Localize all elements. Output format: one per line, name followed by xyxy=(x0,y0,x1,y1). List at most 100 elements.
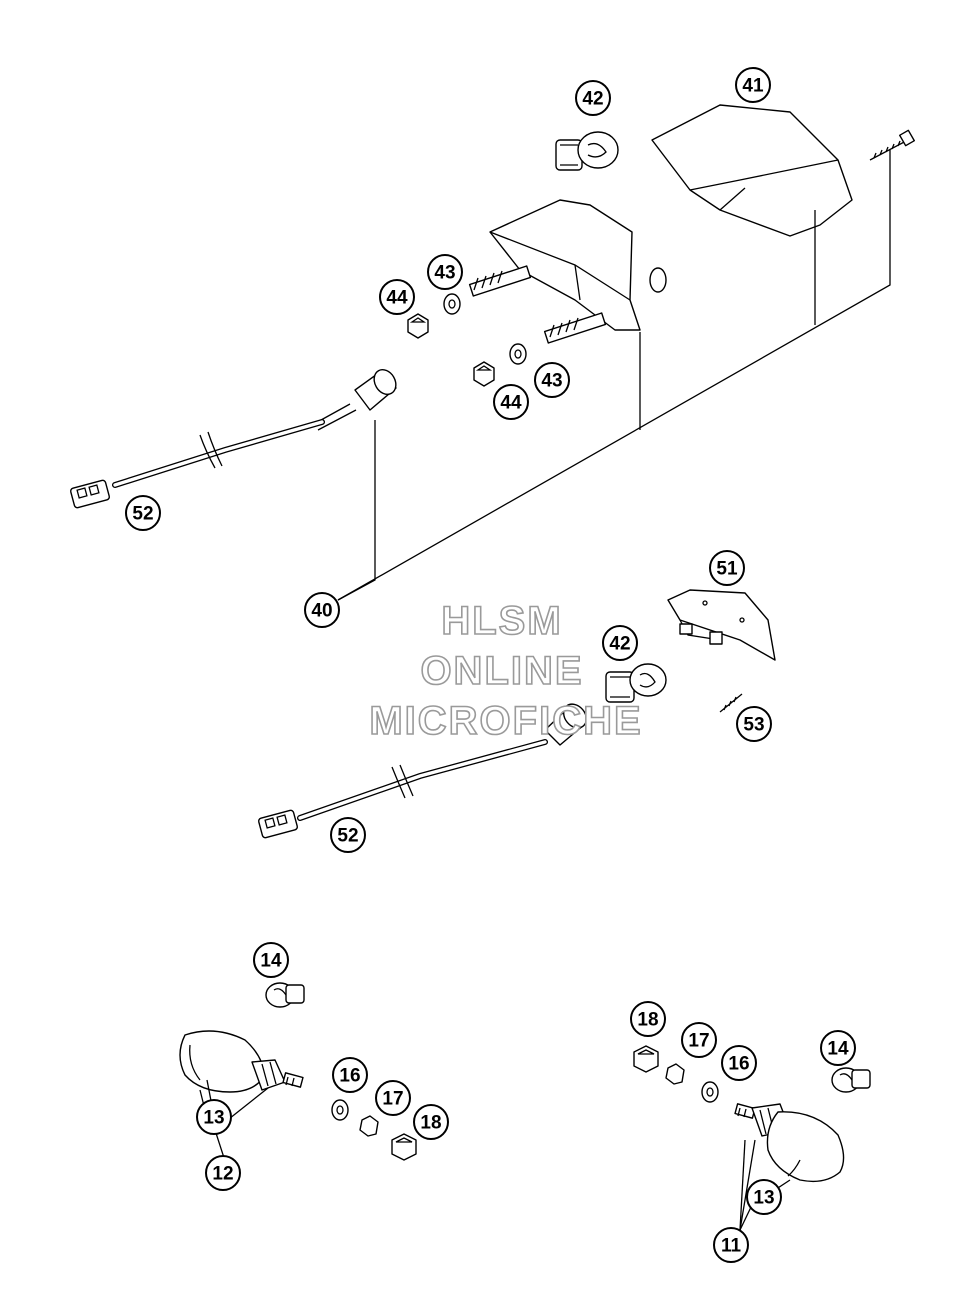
callout-c42b: 42 xyxy=(602,625,638,661)
mounting-stud-lower xyxy=(543,312,607,344)
callout-number: 17 xyxy=(688,1031,709,1052)
callout-c13a: 13 xyxy=(196,1099,232,1135)
callout-c51: 51 xyxy=(709,550,745,586)
callout-c14a: 14 xyxy=(253,942,289,978)
bulb-socket-upper xyxy=(311,368,397,431)
callout-c43b: 43 xyxy=(534,362,570,398)
callout-c17a: 17 xyxy=(375,1080,411,1116)
callout-c43a: 43 xyxy=(427,254,463,290)
callout-number: 42 xyxy=(609,634,630,655)
watermark: HLSM ONLINE MICROFICHE xyxy=(369,598,642,744)
callout-c53: 53 xyxy=(736,706,772,742)
turn-signal-right xyxy=(734,1103,845,1183)
callout-c18a: 18 xyxy=(413,1104,449,1140)
callout-c16a: 16 xyxy=(332,1057,368,1093)
callout-circle xyxy=(630,1001,666,1037)
callout-number: 16 xyxy=(339,1066,360,1087)
callout-c14b: 14 xyxy=(820,1030,856,1066)
callout-circle xyxy=(575,80,611,116)
callout-circle xyxy=(746,1179,782,1215)
callout-number: 40 xyxy=(311,601,332,622)
callout-number: 53 xyxy=(743,715,764,736)
callout-number: 18 xyxy=(637,1010,658,1031)
nut-18-right xyxy=(633,1045,659,1073)
callout-circle xyxy=(379,279,415,315)
callout-circle xyxy=(304,592,340,628)
callout-circle xyxy=(721,1045,757,1081)
bulb-14-left xyxy=(265,982,305,1008)
callout-circle xyxy=(196,1099,232,1135)
bulb-lower xyxy=(605,663,667,703)
callout-circle xyxy=(330,817,366,853)
license-light-housing xyxy=(667,589,776,661)
bulb-14-right xyxy=(831,1067,871,1093)
callout-circle xyxy=(713,1227,749,1263)
watermark-line-2: ONLINE xyxy=(420,649,583,693)
tail-light-housing xyxy=(489,199,667,331)
nut-upper xyxy=(407,313,429,339)
callout-c44a: 44 xyxy=(379,279,415,315)
callout-c17b: 17 xyxy=(681,1022,717,1058)
callout-number: 14 xyxy=(827,1039,849,1060)
mounting-stud-upper xyxy=(468,265,532,297)
screw-53 xyxy=(719,693,743,713)
callout-c52a: 52 xyxy=(125,495,161,531)
nut-lower xyxy=(473,361,495,387)
callout-circle xyxy=(125,495,161,531)
callout-c16b: 16 xyxy=(721,1045,757,1081)
callout-circle xyxy=(332,1057,368,1093)
washer-upper xyxy=(443,293,461,315)
leader-lines-40 xyxy=(337,150,891,601)
callout-circle xyxy=(375,1080,411,1116)
callout-circle xyxy=(709,550,745,586)
callout-number: 11 xyxy=(721,1236,742,1257)
callout-number: 52 xyxy=(337,826,358,847)
turn-signal-left xyxy=(179,1030,304,1093)
callout-number: 13 xyxy=(753,1188,774,1209)
callout-c12: 12 xyxy=(205,1155,241,1191)
callout-c52b: 52 xyxy=(330,817,366,853)
washer-16-right xyxy=(701,1081,719,1103)
screw-41 xyxy=(869,129,916,161)
callout-circle xyxy=(735,67,771,103)
callout-number: 44 xyxy=(386,288,408,309)
lockwasher-17-left xyxy=(359,1115,379,1137)
callout-number: 51 xyxy=(716,559,738,580)
callout-number: 13 xyxy=(203,1108,224,1129)
connector-upper xyxy=(69,479,111,509)
callout-c18b: 18 xyxy=(630,1001,666,1037)
callout-circle xyxy=(427,254,463,290)
callout-number: 52 xyxy=(132,504,153,525)
callout-circle xyxy=(681,1022,717,1058)
connector-lower xyxy=(257,809,299,839)
callout-number: 42 xyxy=(582,89,603,110)
callout-number: 43 xyxy=(541,371,562,392)
callout-c44b: 44 xyxy=(493,384,529,420)
callout-circle xyxy=(534,362,570,398)
callout-layer: 41 42 43 44 43 44 52 40 51 42 53 52 14 16 17 18 13 12 18 17… xyxy=(125,67,856,1263)
callout-c13b: 13 xyxy=(746,1179,782,1215)
callout-number: 18 xyxy=(420,1113,441,1134)
callout-c41: 41 xyxy=(735,67,771,103)
callout-c11: 11 xyxy=(713,1227,749,1263)
callout-number: 43 xyxy=(434,263,455,284)
callout-number: 41 xyxy=(742,76,764,97)
washer-16-left xyxy=(331,1099,349,1121)
watermark-line-1: HLSM xyxy=(441,599,562,643)
callout-circle xyxy=(253,942,289,978)
callout-number: 14 xyxy=(260,951,282,972)
callout-number: 12 xyxy=(212,1164,233,1185)
callout-circle xyxy=(820,1030,856,1066)
wiring-harness-lower xyxy=(297,739,548,821)
callout-number: 16 xyxy=(728,1054,749,1075)
callout-circle xyxy=(602,625,638,661)
callout-circle xyxy=(413,1104,449,1140)
bulb-upper xyxy=(555,131,619,171)
nut-18-left xyxy=(391,1133,417,1161)
callout-circle xyxy=(493,384,529,420)
lockwasher-17-right xyxy=(665,1063,685,1085)
bulb-socket-lower xyxy=(544,703,588,746)
tail-light-lens xyxy=(651,104,853,237)
callout-number: 44 xyxy=(500,393,522,414)
